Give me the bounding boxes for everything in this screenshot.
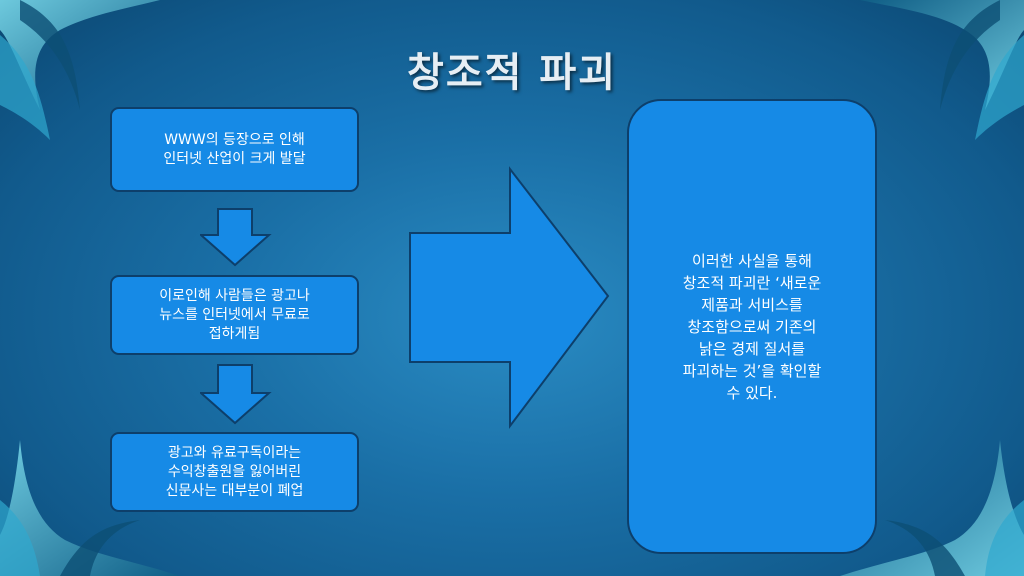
conclusion-box: 이러한 사실을 통해 창조적 파괴란 ‘새로운 제품과 서비스를 창조함으로써 … (627, 99, 877, 554)
flow-box-1-text: WWW의 등장으로 인해 인터넷 산업이 크게 발달 (163, 131, 306, 167)
flow-box-1: WWW의 등장으로 인해 인터넷 산업이 크게 발달 (110, 107, 359, 192)
flow-box-3: 광고와 유료구독이라는 수익창출원을 잃어버린 신문사는 대부분이 폐업 (110, 432, 359, 512)
down-arrow-icon (200, 364, 272, 425)
slide-title: 창조적 파괴 (407, 50, 617, 96)
conclusion-text: 이러한 사실을 통해 창조적 파괴란 ‘새로운 제품과 서비스를 창조함으로써 … (682, 251, 822, 402)
right-arrow-icon (409, 166, 610, 429)
flow-box-2-text: 이로인해 사람들은 광고나 뉴스를 인터넷에서 무료로 접하게됨 (159, 287, 310, 342)
down-arrow-icon (200, 208, 272, 267)
flow-box-3-text: 광고와 유료구독이라는 수익창출원을 잃어버린 신문사는 대부분이 폐업 (165, 444, 304, 499)
flow-box-2: 이로인해 사람들은 광고나 뉴스를 인터넷에서 무료로 접하게됨 (110, 275, 359, 355)
